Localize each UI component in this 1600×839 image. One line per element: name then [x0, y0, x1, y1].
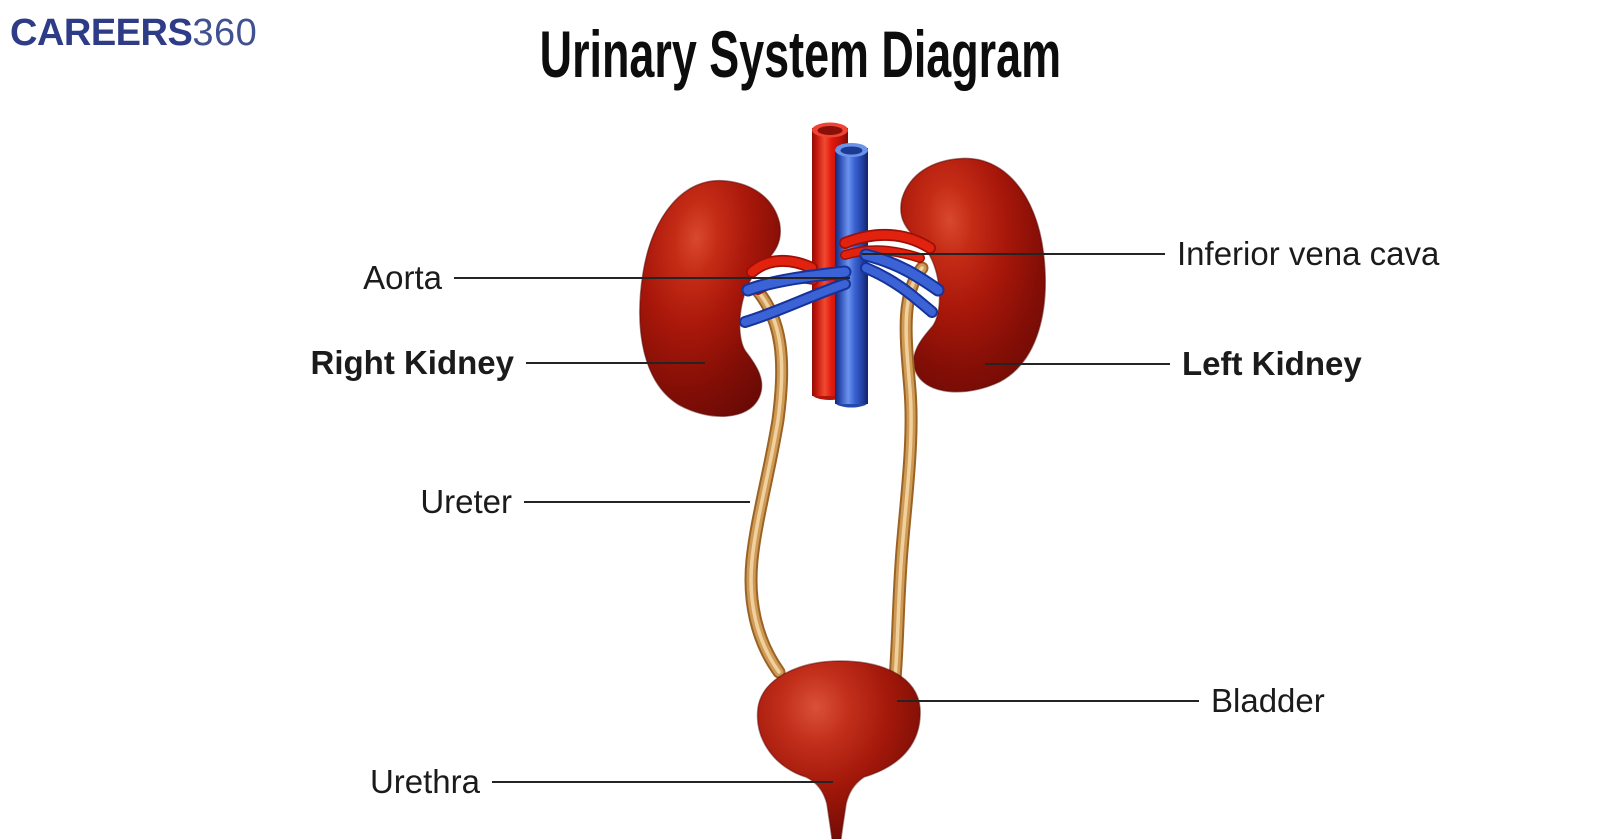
- page-title-container: Urinary System Diagram: [0, 17, 1600, 91]
- label-aorta-text: Aorta: [363, 259, 442, 296]
- label-ureter-leader-line: [524, 501, 750, 503]
- careers360-logo-text-light: 360: [192, 12, 258, 54]
- bladder-illustration: [756, 660, 921, 839]
- left-renal-vein-illustration: [859, 248, 945, 318]
- label-left-kidney: Left Kidney: [985, 342, 1362, 386]
- label-ureter: Ureter: [420, 480, 750, 524]
- left-ureter-illustration: [888, 261, 929, 685]
- label-left-kidney-leader-line: [985, 363, 1170, 365]
- label-bladder-text: Bladder: [1211, 682, 1325, 719]
- left-kidney-illustration: [900, 157, 1046, 393]
- label-inferior-vena-cava-text: Inferior vena cava: [1177, 235, 1440, 272]
- label-bladder: Bladder: [897, 679, 1325, 723]
- label-aorta-leader-line: [454, 277, 850, 279]
- label-right-kidney-text: Right Kidney: [310, 344, 515, 381]
- label-right-kidney-leader-line: [526, 362, 705, 364]
- left-renal-artery-illustration: [839, 228, 936, 263]
- label-left-kidney-text: Left Kidney: [1182, 345, 1362, 382]
- careers360-logo: CAREERS 360: [10, 12, 257, 55]
- label-urethra: Urethra: [370, 760, 833, 804]
- right-kidney-illustration: [639, 179, 782, 417]
- page-title: Urinary System Diagram: [539, 17, 1061, 91]
- label-urethra-text: Urethra: [369, 763, 480, 800]
- careers360-logo-text-bold: CAREERS: [10, 12, 193, 54]
- label-urethra-leader-line: [492, 781, 833, 783]
- right-ureter-illustration: [744, 283, 789, 679]
- label-aorta: Aorta: [363, 256, 850, 300]
- label-inferior-vena-cava: Inferior vena cava: [862, 232, 1439, 276]
- label-inferior-vena-cava-leader-line: [862, 253, 1165, 255]
- label-bladder-leader-line: [897, 700, 1199, 702]
- label-ureter-text: Ureter: [420, 483, 512, 520]
- label-right-kidney: Right Kidney: [310, 341, 705, 385]
